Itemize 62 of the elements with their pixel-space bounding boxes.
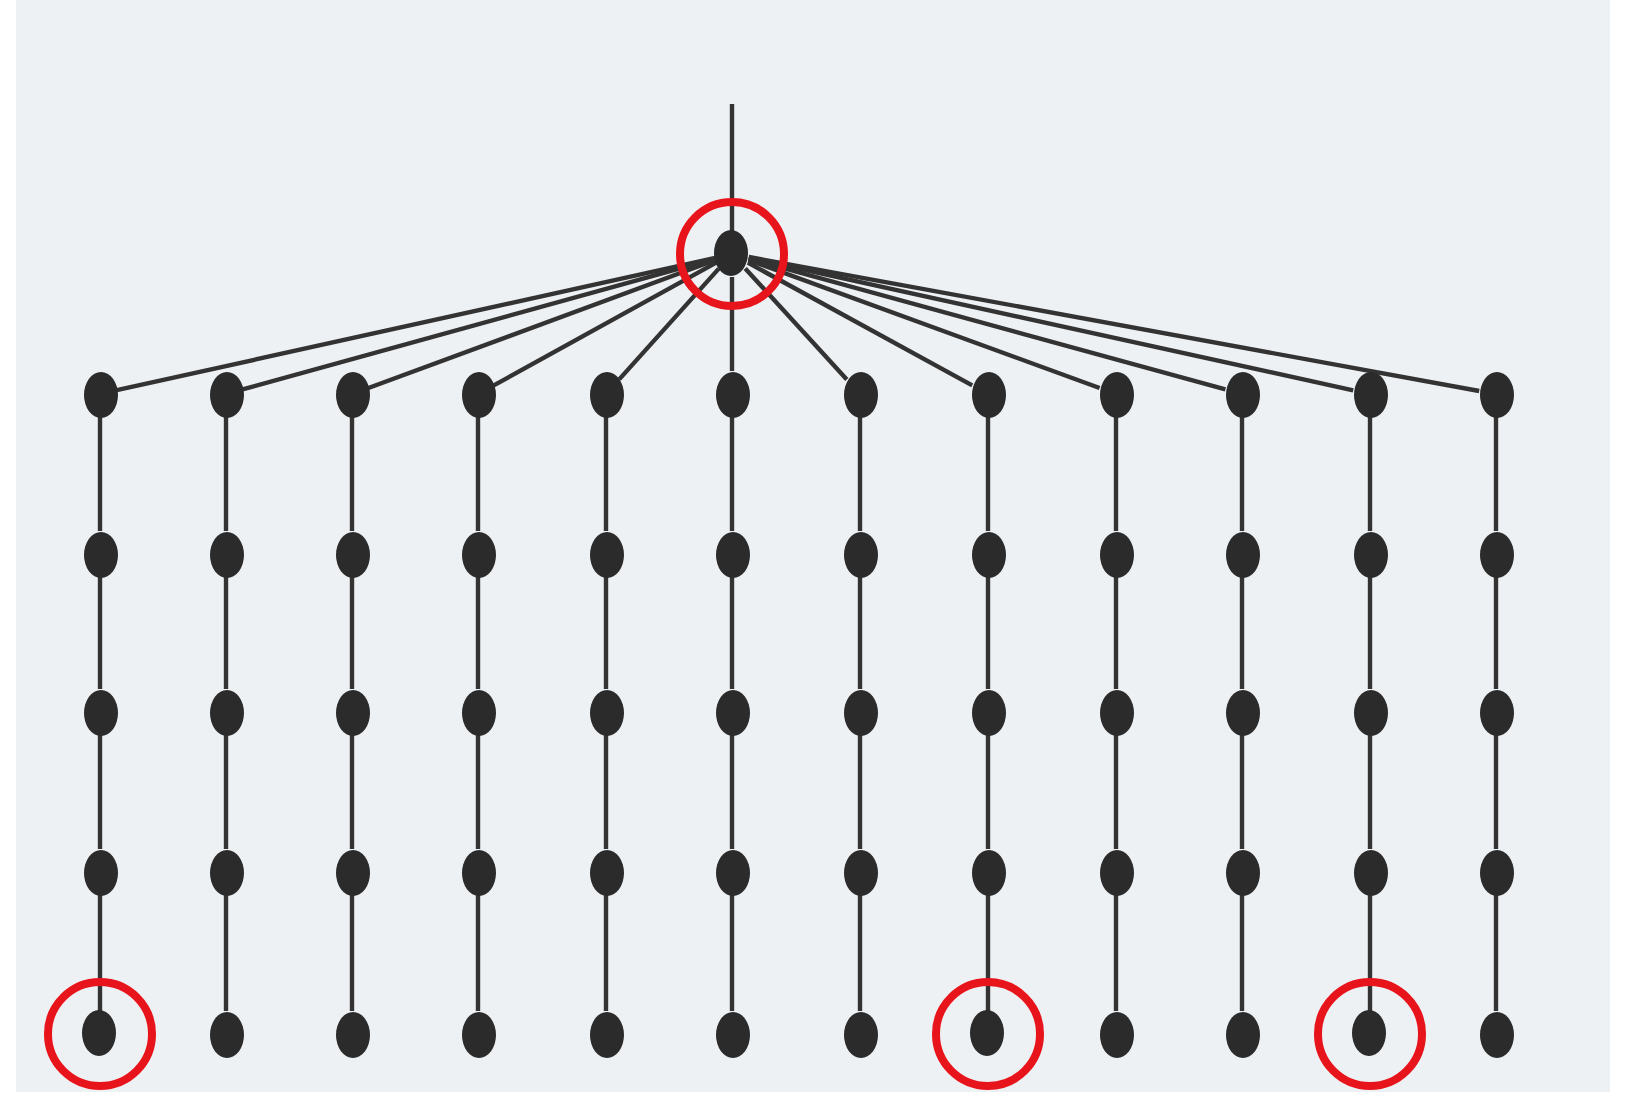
connector-line	[97, 417, 103, 531]
connector-line	[729, 735, 735, 849]
connector-line	[603, 577, 609, 689]
highlight-circle	[676, 198, 788, 310]
connector-line	[1113, 735, 1119, 849]
connector-line	[349, 735, 355, 849]
connector-line	[1493, 577, 1499, 689]
connector-line	[857, 577, 863, 689]
connector-line	[97, 735, 103, 849]
connector-line	[475, 577, 481, 689]
connector-line	[97, 895, 103, 1011]
connector-line	[349, 577, 355, 689]
connector-line	[492, 260, 718, 388]
connector-line	[1113, 895, 1119, 1011]
connector-line	[1367, 417, 1373, 531]
connector-line	[223, 417, 229, 531]
highlight-circle	[1314, 978, 1426, 1090]
connector-line	[729, 577, 735, 689]
connector-line	[729, 277, 735, 371]
connector-line	[857, 735, 863, 849]
connector-line	[985, 895, 991, 1011]
connector-line	[603, 735, 609, 849]
connector-line	[1239, 577, 1245, 689]
connector-line	[1493, 417, 1499, 531]
connector-line	[743, 266, 849, 382]
connector-line	[746, 260, 974, 388]
connector-line	[603, 895, 609, 1011]
connector-line	[985, 735, 991, 849]
connector-line	[1113, 417, 1119, 531]
connector-line	[349, 895, 355, 1011]
connector-line	[1493, 735, 1499, 849]
connector-line	[475, 417, 481, 531]
connector-line	[223, 895, 229, 1011]
connector-line	[857, 417, 863, 531]
connector-line	[729, 895, 735, 1011]
connector-line	[747, 257, 1101, 391]
connector-line	[857, 895, 863, 1011]
connector-line	[1239, 417, 1245, 531]
connector-line	[603, 417, 609, 531]
connector-line	[748, 254, 1480, 394]
connector-line	[729, 104, 735, 231]
connector-line	[475, 895, 481, 1011]
connector-line	[97, 577, 103, 689]
connector-line	[985, 577, 991, 689]
connector-line	[349, 417, 355, 531]
connector-line	[1493, 895, 1499, 1011]
connector-line	[1239, 895, 1245, 1011]
connector-line	[985, 417, 991, 531]
connector-line	[1367, 895, 1373, 1011]
connector-line	[367, 257, 717, 391]
highlight-circle	[44, 978, 156, 1090]
connector-line	[617, 267, 721, 381]
connector-line	[475, 735, 481, 849]
highlight-circle	[932, 978, 1044, 1090]
connector-line	[1239, 735, 1245, 849]
connector-line	[729, 417, 735, 531]
connector-line	[223, 577, 229, 689]
connector-line	[1367, 577, 1373, 689]
connector-line	[1113, 577, 1119, 689]
connector-line	[1367, 735, 1373, 849]
connector-line	[223, 735, 229, 849]
connector-line	[116, 255, 716, 393]
